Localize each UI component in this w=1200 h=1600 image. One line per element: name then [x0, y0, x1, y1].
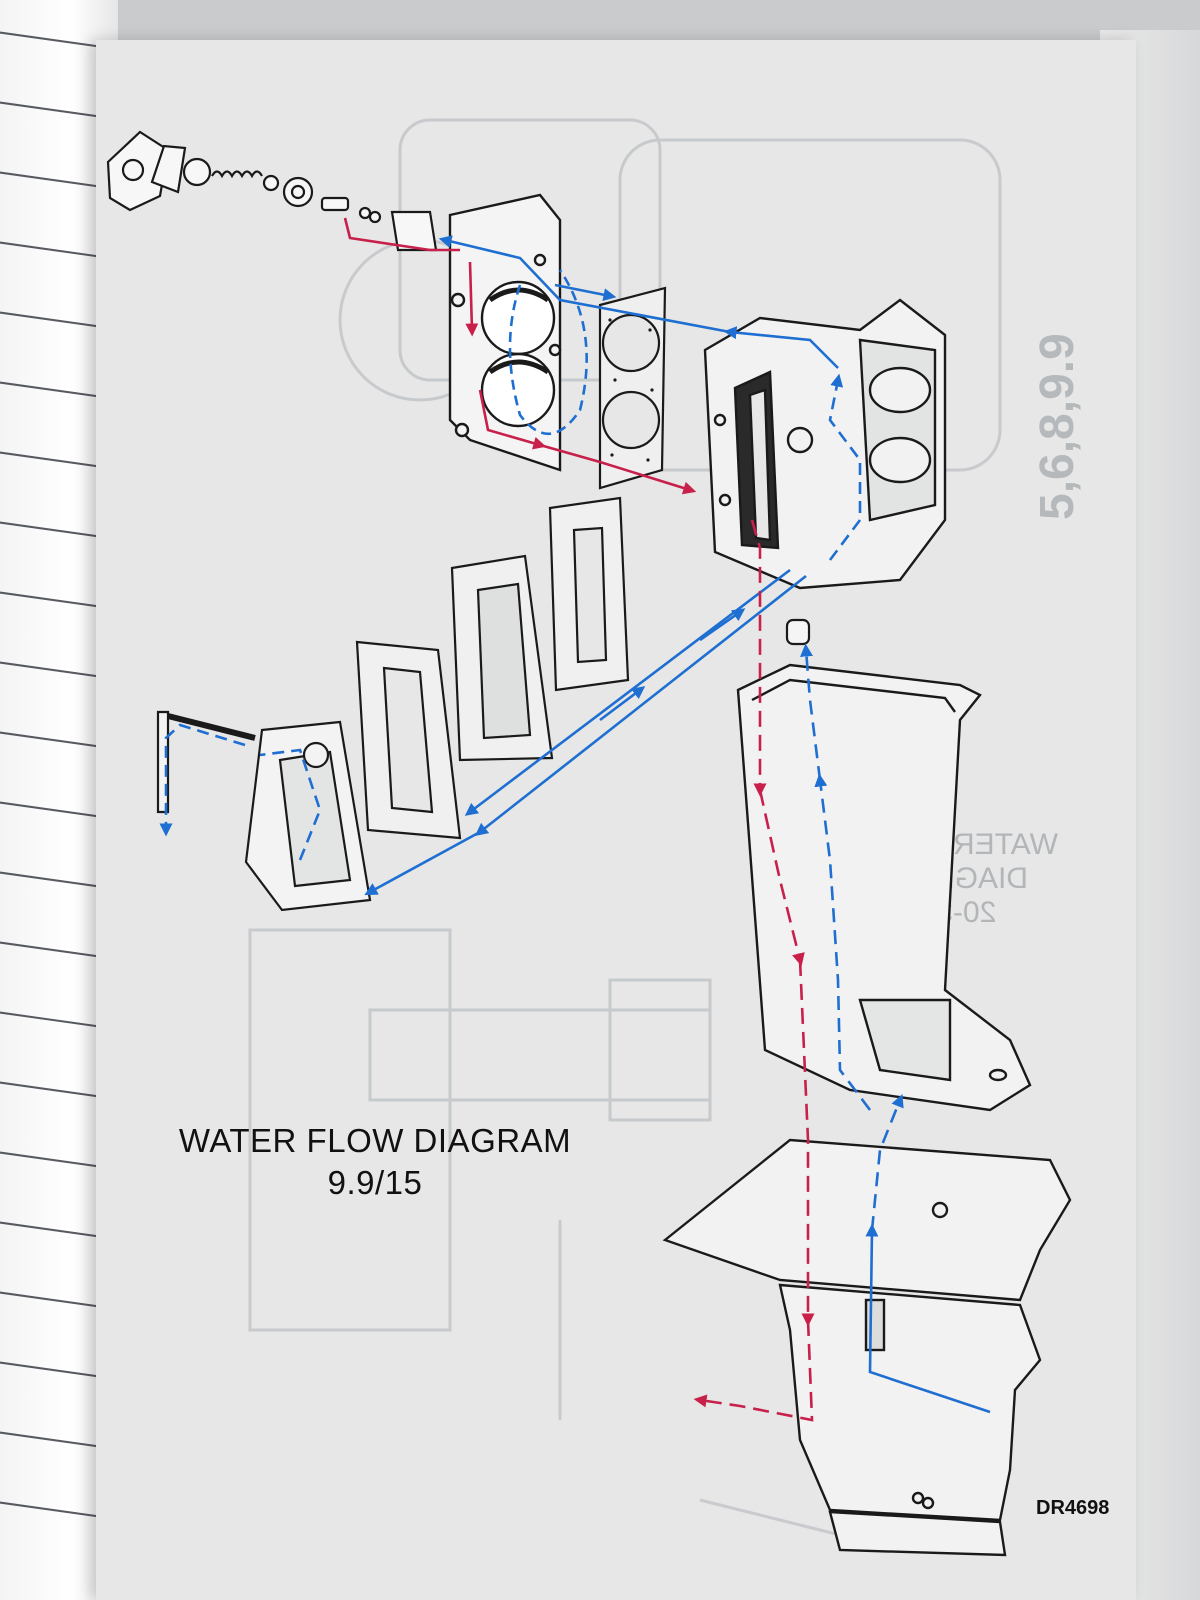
cold-water-flow: [159, 235, 991, 1414]
head-gasket: [598, 286, 667, 490]
exhaust-cover-gaskets: [355, 496, 630, 840]
diagram-title-block: WATER FLOW DIAGRAM 9.9/15: [150, 1120, 600, 1204]
cylinder-block: [703, 298, 947, 590]
cylinder-head: [448, 193, 562, 472]
grommet: [785, 618, 811, 646]
diagram-title: WATER FLOW DIAGRAM: [178, 1122, 572, 1159]
thermostat-parts: [106, 130, 314, 212]
hot-water-flow: [343, 217, 815, 1422]
diagram-subtitle: 9.9/15: [327, 1164, 423, 1201]
gearcase: [662, 1138, 1072, 1557]
exhaust-cover: [156, 710, 372, 912]
drawing-code: DR4698: [1036, 1497, 1110, 1519]
relief-valve-parts: [320, 196, 438, 252]
exhaust-housing: [736, 663, 1032, 1112]
